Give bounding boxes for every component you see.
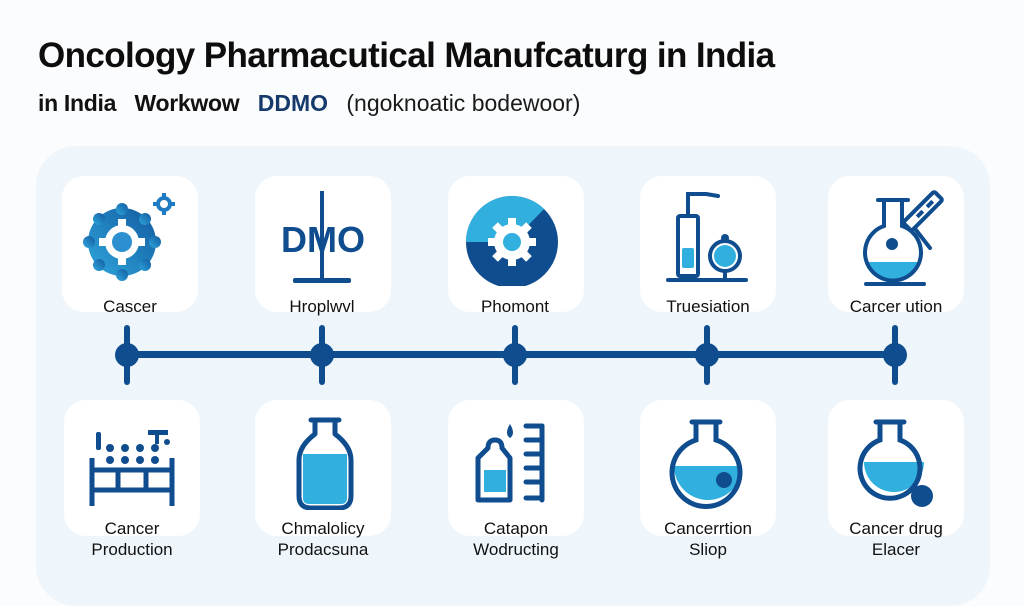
step-card-bottom-1 — [64, 400, 200, 536]
step-label-line1: Cancerrtion — [664, 519, 752, 538]
step-label-line1: Cancer — [104, 519, 160, 538]
pie-gear-icon — [466, 196, 558, 286]
step-label-line1: Catapon — [483, 519, 549, 538]
step-label: Cancerrtion Sliop — [618, 518, 798, 560]
step-label: Cascer — [103, 297, 157, 316]
step-card-top-3 — [448, 176, 584, 312]
timeline-node — [115, 343, 139, 367]
page-subtitle: in India Workwow DDMO (ngoknoatic bodewo… — [38, 90, 592, 117]
bottle-icon — [296, 417, 354, 510]
step-label-line2: Prodacsuna — [277, 540, 369, 559]
dmo-logo-icon: DMO — [281, 191, 365, 283]
timeline-node — [503, 343, 527, 367]
step-label: Phomont — [480, 297, 550, 316]
step-label: Carcer ution — [849, 297, 943, 316]
step-card-top-5 — [828, 176, 964, 312]
step-label: Chmalolicy Prodacsuna — [233, 518, 413, 560]
step-label: Cancer Production — [42, 518, 222, 560]
step-card-bottom-5 — [828, 400, 964, 536]
subtitle-part: Workwow — [134, 90, 240, 116]
subtitle-part: (ngoknoatic bodewoor) — [346, 90, 581, 116]
flask-pipette-icon — [863, 190, 944, 286]
gear-icon — [83, 193, 175, 281]
step-label-line2: Elacer — [871, 540, 921, 559]
step-label-line2: Production — [91, 540, 173, 559]
step-label-line1: Chmalolicy — [281, 519, 365, 538]
step-label-line2: Wodructing — [473, 540, 559, 559]
step-label: Cancer drug Elacer — [806, 518, 986, 560]
production-line-icon — [89, 430, 175, 506]
step-label-line1: Cancer drug — [849, 519, 943, 538]
step-card-top-1 — [62, 176, 198, 312]
subtitle-part: in India — [38, 90, 117, 116]
step-label: Catapon Wodructing — [426, 518, 606, 560]
step-card-top-2: DMO — [255, 176, 391, 312]
step-card-top-4 — [640, 176, 776, 312]
step-label: Hroplwvl — [289, 297, 355, 316]
timeline-node — [695, 343, 719, 367]
timeline-node — [310, 343, 334, 367]
page-title: Oncology Pharmacutical Manufcaturg in In… — [38, 36, 775, 75]
round-flask-icon — [669, 419, 743, 509]
timeline-node — [883, 343, 907, 367]
step-label: Truesiation — [666, 297, 750, 316]
step-card-bottom-3 — [448, 400, 584, 536]
step-label-line2: Sliop — [689, 540, 727, 559]
drug-flask-icon — [857, 419, 933, 507]
step-card-bottom-4 — [640, 400, 776, 536]
step-card-bottom-2 — [255, 400, 391, 536]
vial-dropper-icon — [475, 423, 545, 503]
lab-equipment-icon — [666, 192, 748, 282]
subtitle-accent: DDMO — [257, 90, 328, 116]
